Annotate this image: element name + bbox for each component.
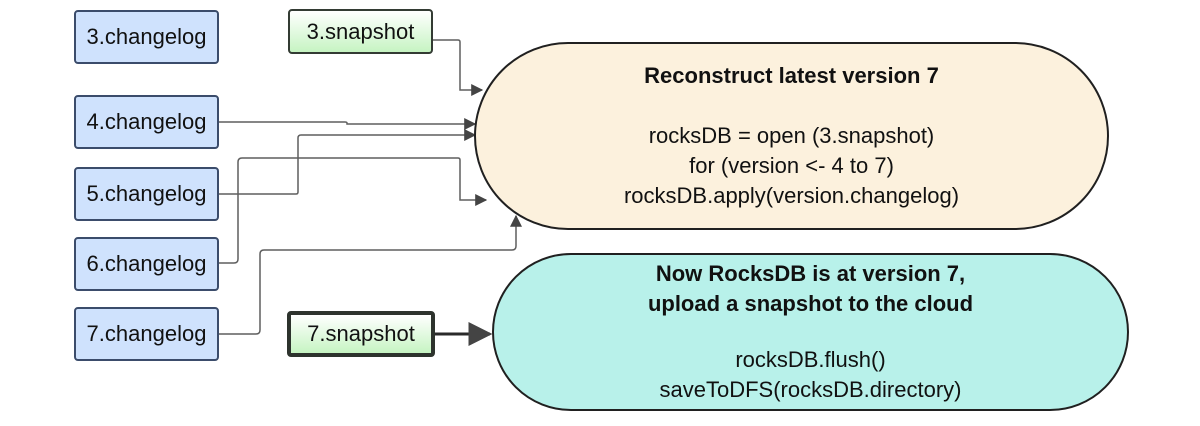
- reconstruct-code-line: for (version <- 4 to 7): [689, 153, 894, 178]
- changelog-7-node: 7.changelog: [74, 307, 219, 361]
- changelog6-to-reconstruct-connector: [219, 157, 488, 264]
- reconstruct-process-node: Reconstruct latest version 7 rocksDB = o…: [474, 42, 1109, 230]
- snapshot-3-node: 3.snapshot: [288, 9, 433, 54]
- upload-title-line: upload a snapshot to the cloud: [647, 291, 974, 316]
- upload-process-node: Now RocksDB is at version 7, upload a sn…: [492, 253, 1129, 411]
- reconstruct-title: Reconstruct latest version 7: [644, 63, 939, 88]
- snapshot3-to-reconstruct-connector: [433, 39, 484, 96]
- reconstruct-code-line: rocksDB = open (3.snapshot): [648, 123, 935, 148]
- changelog7-to-reconstruct-connector: [219, 214, 522, 335]
- changelog5-to-reconstruct-connector: [219, 129, 477, 195]
- changelog-6-node: 6.changelog: [74, 237, 219, 291]
- upload-code-line: rocksDB.flush(): [735, 347, 886, 372]
- upload-title-line: Now RocksDB is at version 7,: [655, 261, 966, 286]
- upload-code-line: saveToDFS(rocksDB.directory): [659, 377, 962, 402]
- changelog-5-node: 5.changelog: [74, 167, 219, 221]
- changelog4-to-reconstruct-connector: [219, 118, 477, 130]
- snapshot-7-node: 7.snapshot: [287, 311, 435, 357]
- reconstruct-code-line: rocksDB.apply(version.changelog): [623, 183, 960, 208]
- changelog-3-node: 3.changelog: [74, 10, 219, 64]
- changelog-4-node: 4.changelog: [74, 95, 219, 149]
